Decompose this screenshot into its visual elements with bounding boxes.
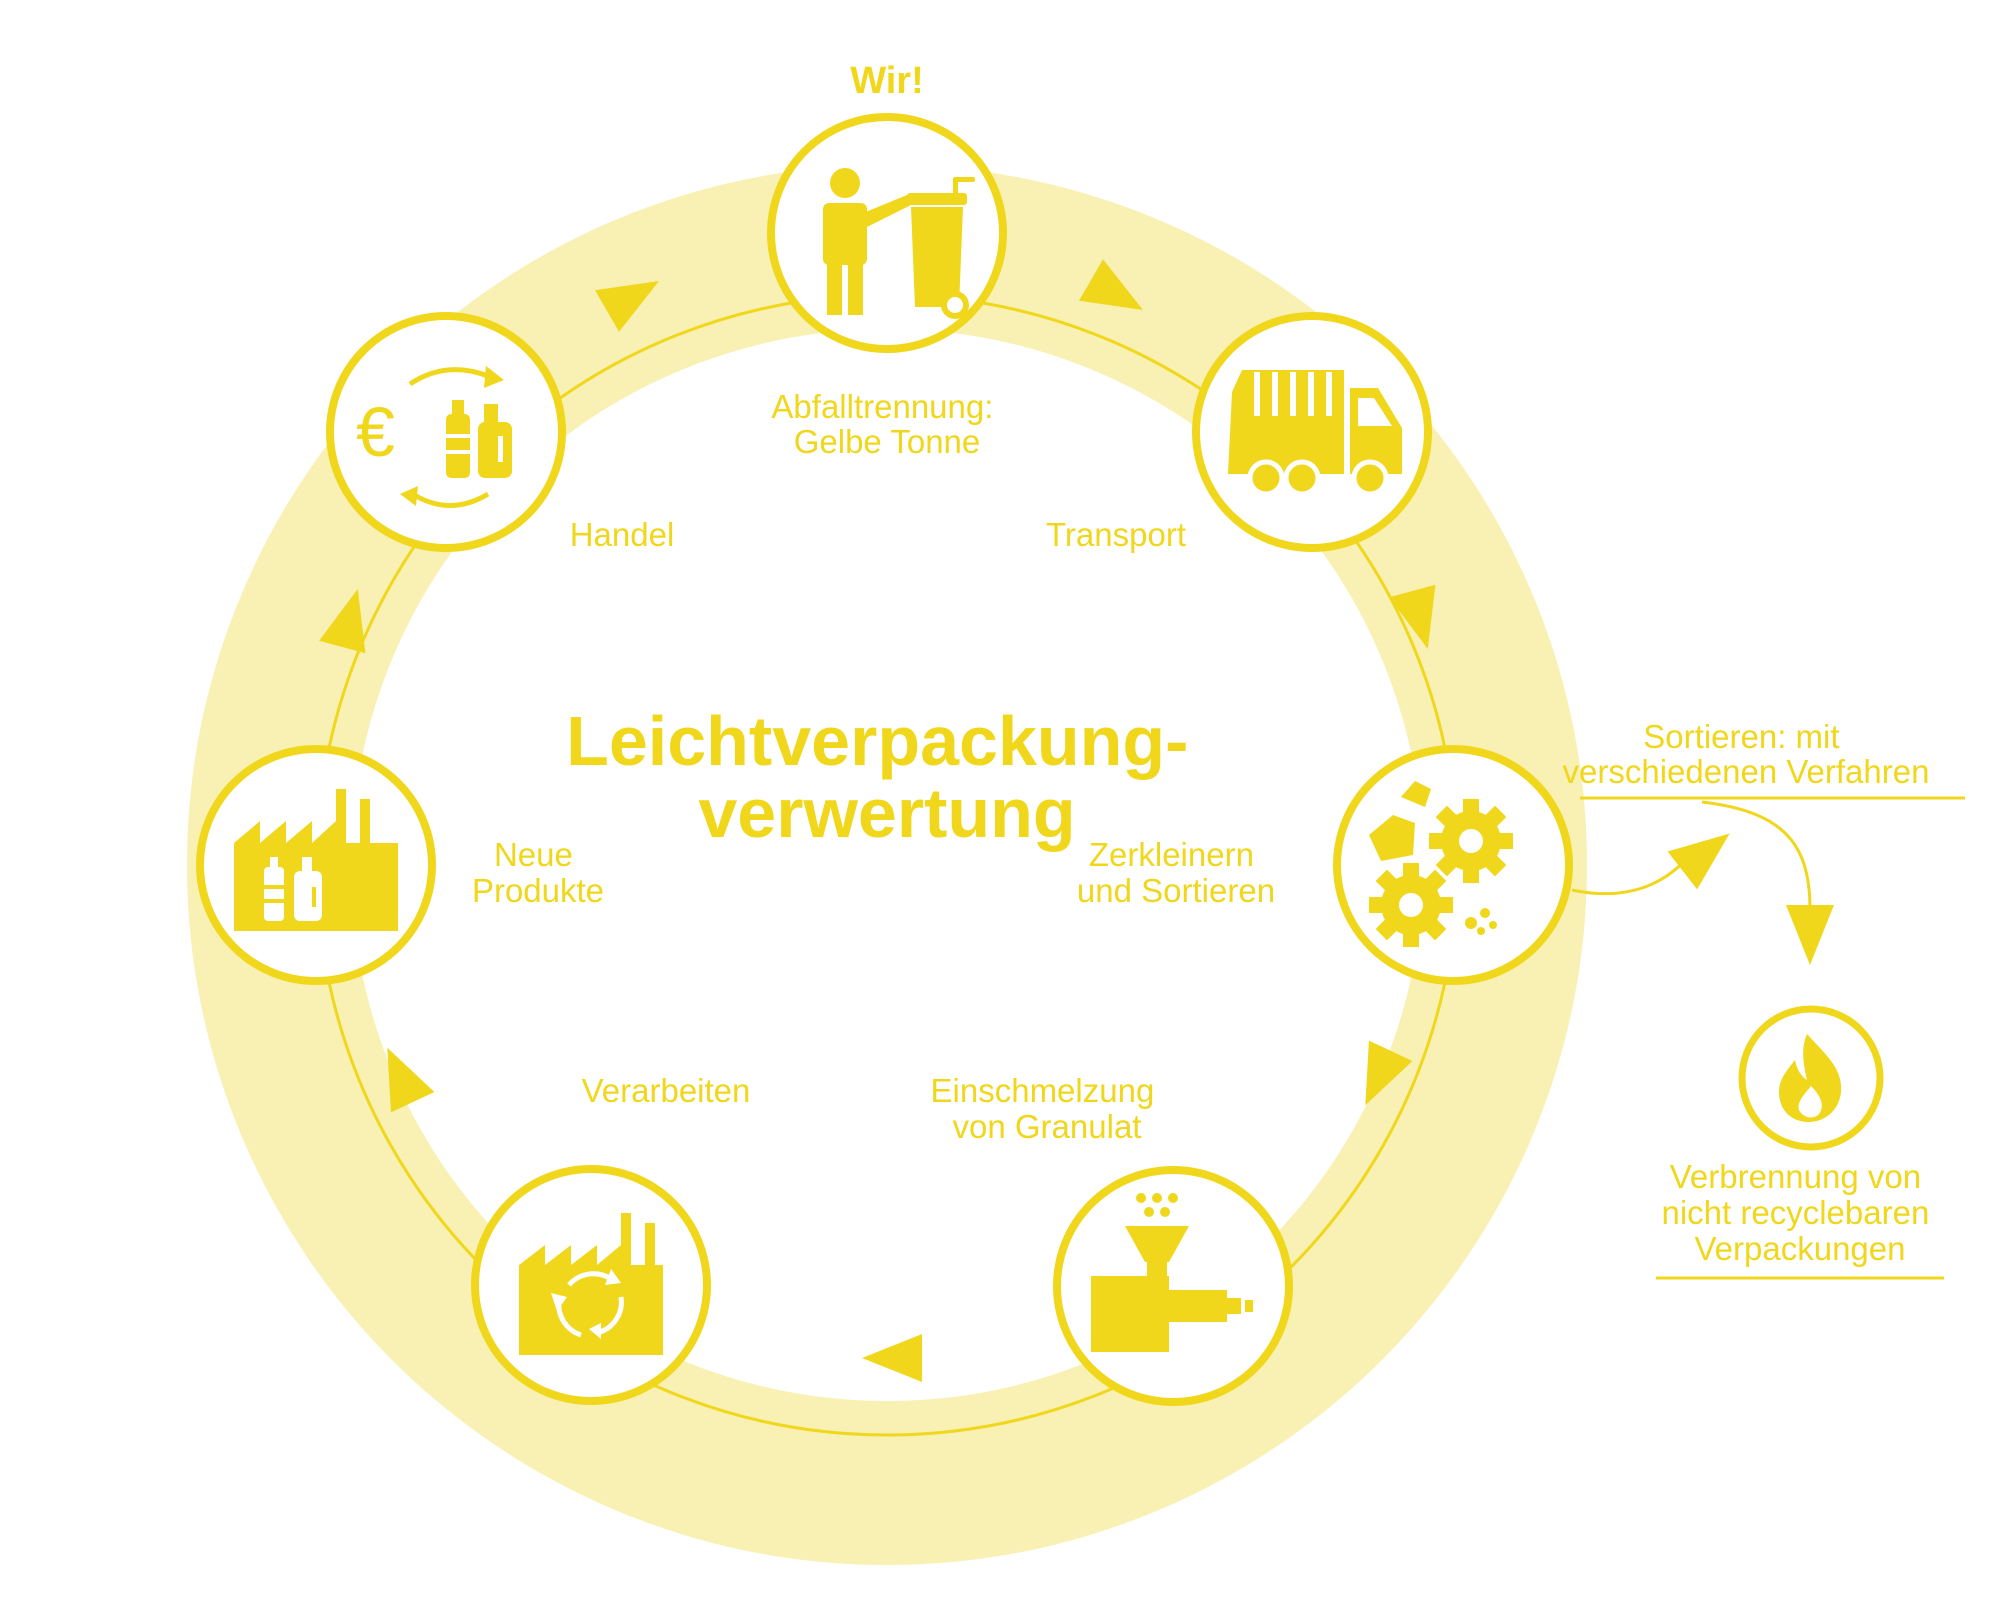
branch-connector-down [1701, 800, 1812, 911]
extruder-icon [1091, 1193, 1253, 1352]
garbage-truck-icon [1228, 370, 1402, 497]
step-label-handel: Handel [570, 516, 675, 553]
branch-label-sortieren: Sortieren: mit verschiedenen Verfahren [1563, 718, 1930, 790]
burn-node [1738, 1005, 1884, 1151]
branch-label-verbrennung: Verbrennung von nicht recyclebaren Verpa… [1662, 1158, 1939, 1267]
side-branch: Sortieren: mit verschiedenen Verfahren V… [1563, 718, 1965, 1280]
step-label-transport: Transport [1046, 516, 1186, 553]
step-label-einschmelzung: Einschmelzung von Granulat [931, 1072, 1164, 1145]
step-label-abfalltrennung: Abfalltrennung: Gelbe Tonne [771, 388, 1002, 460]
cycle-arrows [319, 259, 1436, 1382]
flame-icon [1779, 1034, 1842, 1122]
page-title: Leichtverpackung- verwertung [566, 702, 1208, 852]
factory-bottles-icon [234, 789, 398, 931]
gears-shredder-icon [1369, 781, 1513, 947]
cycle-arrow [1389, 584, 1436, 649]
svg-text:€: € [356, 393, 395, 471]
factory-recycle-icon [519, 1213, 663, 1355]
step-label-neue-produkte: Neue Produkte [472, 836, 604, 909]
branch-arrow [1667, 833, 1730, 890]
person-bin-icon [823, 168, 975, 319]
step-node-abfalltrennung [767, 113, 1007, 353]
cycle-arrow [319, 589, 366, 654]
cycle-arrow [1079, 259, 1143, 310]
euro-bottles-icon: € [356, 366, 512, 508]
cycle-arrow [862, 1334, 922, 1382]
step-node-einschmelzung [1053, 1166, 1293, 1406]
step-label-verarbeiten: Verarbeiten [582, 1072, 751, 1109]
step-node-handel: € [326, 312, 566, 552]
branch-arrow-down [1786, 905, 1834, 965]
step-node-zerkleinern [1333, 745, 1573, 985]
top-label-wir: Wir! [850, 60, 924, 102]
step-node-transport [1192, 312, 1432, 552]
cycle-arrow [1365, 1040, 1413, 1106]
cycle-arrow [595, 281, 659, 332]
cycle-arrow [387, 1047, 435, 1113]
branch-connector [1571, 854, 1692, 896]
step-label-zerkleinern: Zerkleinern und Sortieren [1077, 836, 1275, 909]
step-node-neue-produkte [196, 745, 436, 985]
step-node-verarbeiten [471, 1165, 711, 1405]
node-circle [767, 113, 1007, 353]
